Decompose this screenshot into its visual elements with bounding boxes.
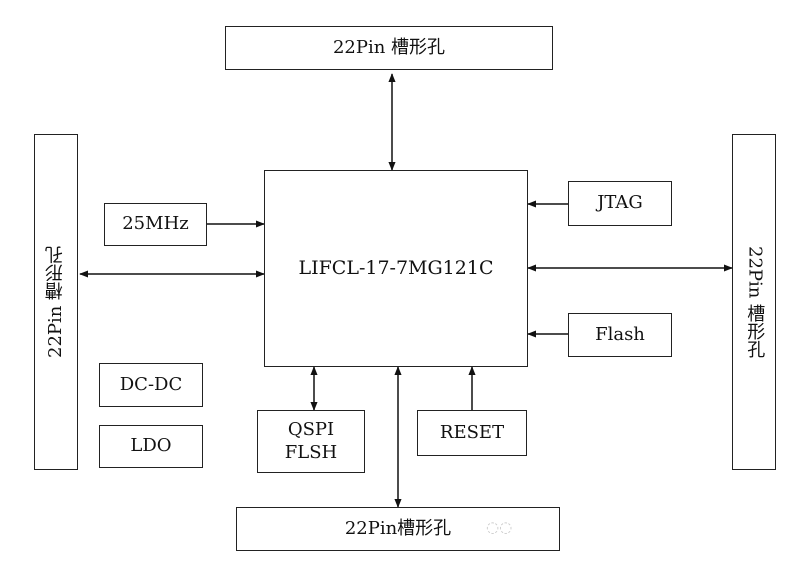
bottom-connector-box: 22Pin槽形孔 (236, 507, 560, 551)
right-connector-box: 22Pin 槽形孔 (732, 134, 776, 470)
oscillator-box: 25MHz (104, 203, 207, 246)
fpga-box: LIFCL-17-7MG121C (264, 170, 528, 367)
qspi-line-1: QSPI (287, 419, 335, 440)
top-connector-box: 22Pin 槽形孔 (225, 26, 553, 70)
jtag-box: JTAG (568, 181, 672, 226)
reset-box: RESET (417, 410, 527, 456)
watermark-icon: ◌◌ (486, 518, 513, 536)
qspi-line-2: FLSH (284, 441, 338, 463)
left-connector-box: 22Pin 槽形孔 (34, 134, 78, 470)
dcdc-box: DC-DC (99, 363, 203, 407)
qspi-flash-box: QSPI FLSH (257, 410, 365, 473)
ldo-box: LDO (99, 425, 203, 468)
flash-box: Flash (568, 313, 672, 357)
